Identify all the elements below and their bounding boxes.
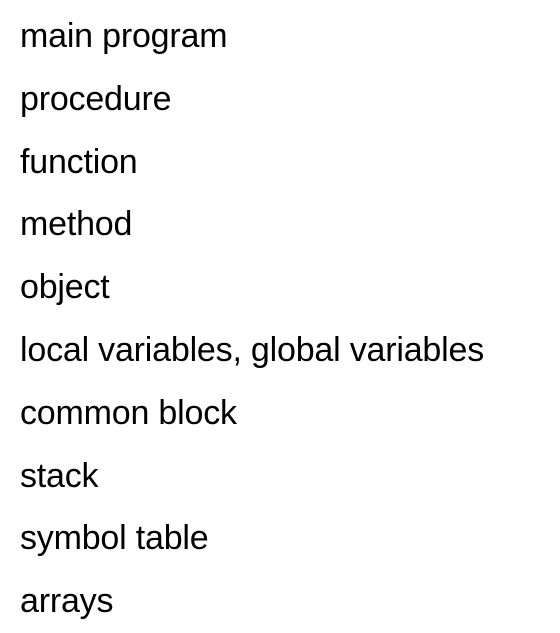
list-item: main program [20, 17, 228, 55]
term-list: main program procedure function method o… [20, 5, 484, 633]
list-item: symbol table [20, 519, 209, 558]
list-item: arrays [20, 582, 114, 621]
list-item: procedure [20, 79, 172, 118]
list-item: common block [20, 393, 237, 432]
list-item: function [20, 142, 138, 181]
list-item: local variables, global variables [20, 330, 484, 369]
list-item: object [20, 268, 110, 307]
list-item: stack [20, 456, 99, 495]
list-item: method [20, 205, 133, 244]
